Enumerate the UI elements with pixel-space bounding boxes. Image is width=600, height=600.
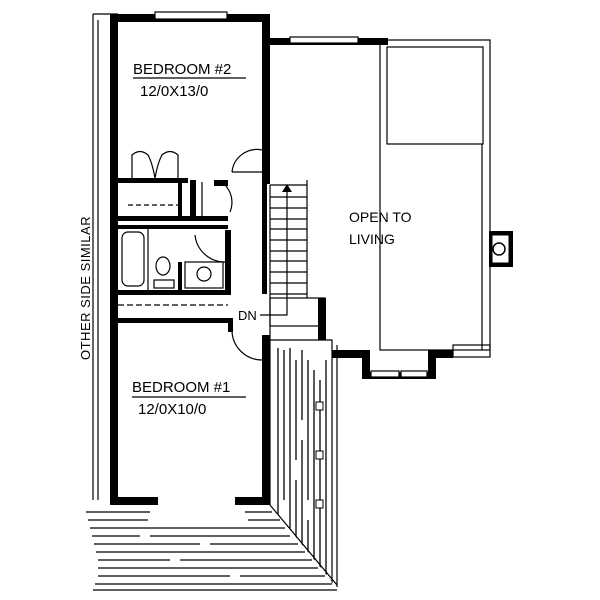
side-note: OTHER SIDE SIMILAR: [78, 216, 93, 360]
window: [289, 36, 359, 44]
sink-counter: [184, 261, 224, 289]
post: [315, 401, 324, 411]
stair-label: DN: [238, 308, 257, 323]
toilet: [155, 256, 171, 276]
stair: DN: [238, 180, 326, 340]
bathroom: [118, 225, 231, 323]
post: [315, 450, 324, 460]
room-name: BEDROOM #2: [133, 61, 231, 78]
open-to-living-walls: [268, 36, 491, 379]
closet-bifold-doors: [118, 150, 228, 221]
room-name-line2: LIVING: [349, 231, 395, 247]
bathtub: [121, 231, 145, 287]
sink: [196, 266, 212, 282]
flue-icon: [492, 242, 506, 256]
room-name: BEDROOM #1: [132, 379, 230, 396]
window: [400, 370, 428, 378]
window: [370, 370, 400, 378]
room-dimensions: 12/0X10/0: [138, 401, 206, 418]
room-bedroom-1: BEDROOM #1 12/0X10/0: [132, 379, 246, 418]
room-bedroom-2: BEDROOM #2 12/0X13/0: [133, 61, 246, 100]
deck-lower: [85, 504, 338, 591]
bedroom-1-walls: [110, 335, 270, 525]
deck: [269, 339, 338, 587]
post: [315, 499, 324, 509]
fireplace-chimney: [489, 231, 513, 267]
room-open-to-living: OPEN TO LIVING: [349, 209, 412, 247]
up-arrow-icon: [282, 184, 292, 192]
bedroom-1-door: [228, 318, 263, 361]
room-name-line1: OPEN TO: [349, 209, 412, 225]
window: [154, 11, 228, 20]
hall-door: [224, 148, 263, 213]
room-dimensions: 12/0X13/0: [140, 83, 208, 100]
